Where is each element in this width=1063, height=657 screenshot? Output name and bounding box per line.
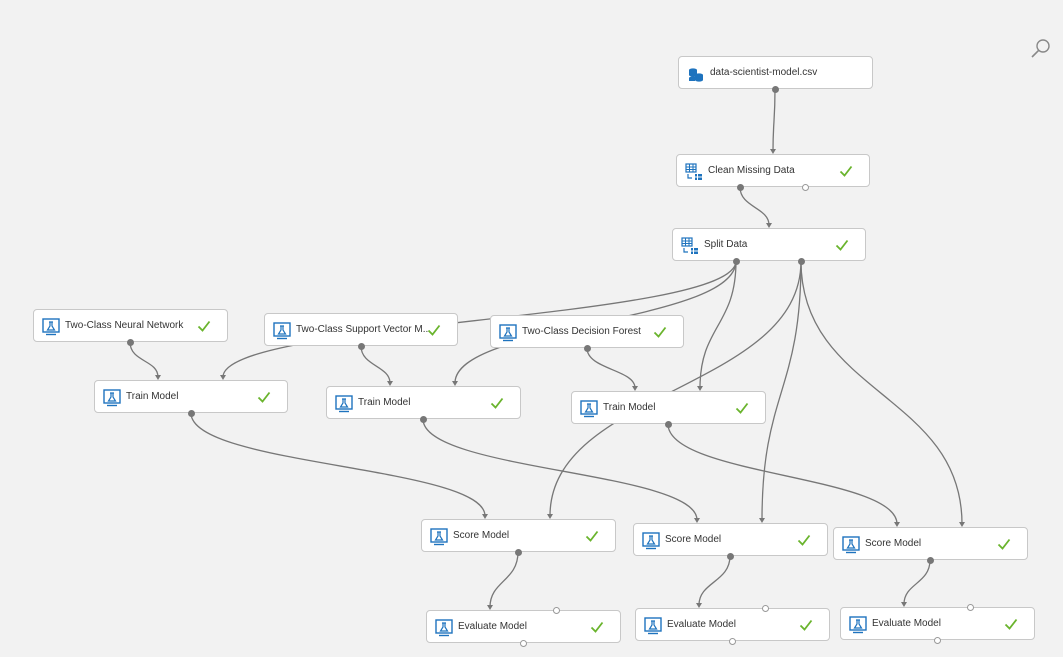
module-node-nn[interactable]: Two-Class Neural Network bbox=[33, 309, 228, 342]
success-check-icon bbox=[197, 319, 211, 333]
success-check-icon bbox=[490, 396, 504, 410]
output-port[interactable] bbox=[801, 183, 809, 191]
dataset-icon bbox=[687, 65, 705, 83]
success-check-icon bbox=[427, 323, 441, 337]
module-label: Score Model bbox=[665, 534, 722, 545]
module-node-svm[interactable]: Two-Class Support Vector M... bbox=[264, 313, 458, 346]
model-icon bbox=[335, 395, 353, 413]
input-port[interactable] bbox=[761, 604, 769, 612]
model-icon bbox=[499, 324, 517, 342]
input-port[interactable] bbox=[966, 603, 974, 611]
module-node-eval1[interactable]: Evaluate Model bbox=[426, 610, 621, 643]
success-check-icon bbox=[799, 618, 813, 632]
output-port[interactable] bbox=[933, 636, 941, 644]
model-icon bbox=[580, 400, 598, 418]
module-label: data-scientist-model.csv bbox=[710, 67, 818, 78]
model-icon bbox=[103, 389, 121, 407]
model-icon bbox=[435, 619, 453, 637]
module-label: Train Model bbox=[603, 402, 656, 413]
model-icon bbox=[273, 322, 291, 340]
module-node-score1[interactable]: Score Model bbox=[421, 519, 616, 552]
module-node-train1[interactable]: Train Model bbox=[94, 380, 288, 413]
connection-forest-train3 bbox=[586, 347, 636, 389]
connection-nn-train1 bbox=[129, 341, 159, 378]
model-icon bbox=[430, 528, 448, 546]
output-port[interactable] bbox=[419, 415, 427, 423]
connection-split-score3 bbox=[800, 260, 963, 525]
output-port[interactable] bbox=[357, 342, 365, 350]
output-port[interactable] bbox=[732, 257, 740, 265]
output-port[interactable] bbox=[664, 420, 672, 428]
search-icon[interactable] bbox=[1030, 38, 1052, 60]
module-label: Split Data bbox=[704, 239, 748, 250]
module-label: Clean Missing Data bbox=[708, 165, 795, 176]
output-port[interactable] bbox=[728, 637, 736, 645]
success-check-icon bbox=[257, 390, 271, 404]
connection-clean-split bbox=[739, 186, 770, 226]
model-icon bbox=[642, 532, 660, 550]
module-label: Two-Class Neural Network bbox=[65, 320, 184, 331]
success-check-icon bbox=[590, 620, 604, 634]
output-port[interactable] bbox=[771, 85, 779, 93]
success-check-icon bbox=[839, 164, 853, 178]
module-label: Two-Class Support Vector M... bbox=[296, 324, 432, 335]
success-check-icon bbox=[1004, 617, 1018, 631]
module-label: Score Model bbox=[865, 538, 922, 549]
model-icon bbox=[42, 318, 60, 336]
connection-dataset-clean bbox=[772, 88, 776, 152]
connection-train3-score3 bbox=[667, 423, 898, 525]
module-node-score3[interactable]: Score Model bbox=[833, 527, 1028, 560]
module-label: Evaluate Model bbox=[667, 619, 736, 630]
output-port[interactable] bbox=[797, 257, 805, 265]
success-check-icon bbox=[585, 529, 599, 543]
model-icon bbox=[842, 536, 860, 554]
module-node-clean[interactable]: Clean Missing Data bbox=[676, 154, 870, 187]
model-icon bbox=[849, 616, 867, 634]
module-node-dataset[interactable]: data-scientist-model.csv bbox=[678, 56, 873, 89]
module-node-forest[interactable]: Two-Class Decision Forest bbox=[490, 315, 684, 348]
output-port[interactable] bbox=[736, 183, 744, 191]
module-node-score2[interactable]: Score Model bbox=[633, 523, 828, 556]
connection-score3-eval3 bbox=[903, 559, 931, 605]
output-port[interactable] bbox=[514, 548, 522, 556]
connection-split-score1 bbox=[549, 260, 802, 517]
output-port[interactable] bbox=[726, 552, 734, 560]
module-label: Train Model bbox=[126, 391, 179, 402]
connection-score2-eval2 bbox=[698, 555, 731, 606]
connection-svm-train2 bbox=[360, 345, 391, 384]
success-check-icon bbox=[835, 238, 849, 252]
input-port[interactable] bbox=[552, 606, 560, 614]
module-label: Train Model bbox=[358, 397, 411, 408]
module-label: Evaluate Model bbox=[458, 621, 527, 632]
module-label: Evaluate Model bbox=[872, 618, 941, 629]
module-label: Two-Class Decision Forest bbox=[522, 326, 641, 337]
output-port[interactable] bbox=[926, 556, 934, 564]
module-node-eval3[interactable]: Evaluate Model bbox=[840, 607, 1035, 640]
success-check-icon bbox=[797, 533, 811, 547]
output-port[interactable] bbox=[583, 344, 591, 352]
output-port[interactable] bbox=[519, 639, 527, 647]
module-node-train2[interactable]: Train Model bbox=[326, 386, 521, 419]
grid-transform-icon bbox=[685, 163, 703, 181]
success-check-icon bbox=[735, 401, 749, 415]
output-port[interactable] bbox=[187, 409, 195, 417]
model-icon bbox=[644, 617, 662, 635]
module-node-train3[interactable]: Train Model bbox=[571, 391, 766, 424]
connection-split-score2 bbox=[761, 260, 802, 521]
output-port[interactable] bbox=[126, 338, 134, 346]
connection-split-train3 bbox=[699, 260, 737, 389]
grid-transform-icon bbox=[681, 237, 699, 255]
connection-train2-score2 bbox=[422, 418, 698, 521]
module-label: Score Model bbox=[453, 530, 510, 541]
connection-score1-eval1 bbox=[489, 551, 519, 608]
module-node-eval2[interactable]: Evaluate Model bbox=[635, 608, 830, 641]
success-check-icon bbox=[997, 537, 1011, 551]
success-check-icon bbox=[653, 325, 667, 339]
module-node-split[interactable]: Split Data bbox=[672, 228, 866, 261]
connection-train1-score1 bbox=[190, 412, 486, 517]
